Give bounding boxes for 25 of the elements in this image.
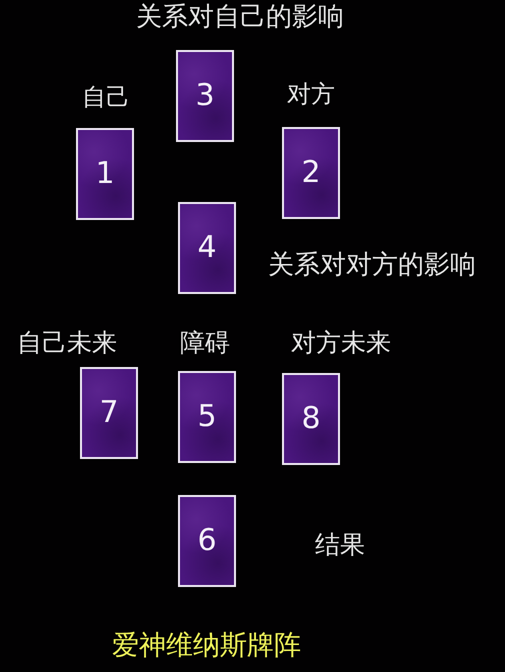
- tarot-card: [178, 371, 236, 463]
- tarot-card: [282, 127, 340, 219]
- tarot-card: [178, 495, 236, 587]
- position-label: 关系对对方的影响: [268, 252, 476, 278]
- position-label: 自己: [82, 85, 130, 109]
- tarot-card: [178, 202, 236, 294]
- card-number: 3: [195, 81, 215, 111]
- card-number: 2: [301, 158, 321, 188]
- tarot-card: [176, 50, 234, 142]
- card-number: 4: [197, 233, 217, 263]
- tarot-card: [282, 373, 340, 465]
- card-number: 1: [95, 159, 115, 189]
- card-number: 6: [197, 526, 217, 556]
- position-label: 对方: [287, 82, 335, 106]
- position-label: 自己未来: [17, 330, 117, 355]
- position-label: 障碍: [180, 330, 230, 355]
- card-number: 8: [301, 404, 321, 434]
- position-label: 关系对自己的影响: [136, 4, 344, 30]
- tarot-card: [80, 367, 138, 459]
- spread-title: 爱神维纳斯牌阵: [112, 632, 301, 659]
- tarot-card: [76, 128, 134, 220]
- position-label: 对方未来: [291, 330, 391, 355]
- card-number: 5: [197, 402, 217, 432]
- card-number: 7: [99, 398, 119, 428]
- position-label: 结果: [315, 532, 365, 557]
